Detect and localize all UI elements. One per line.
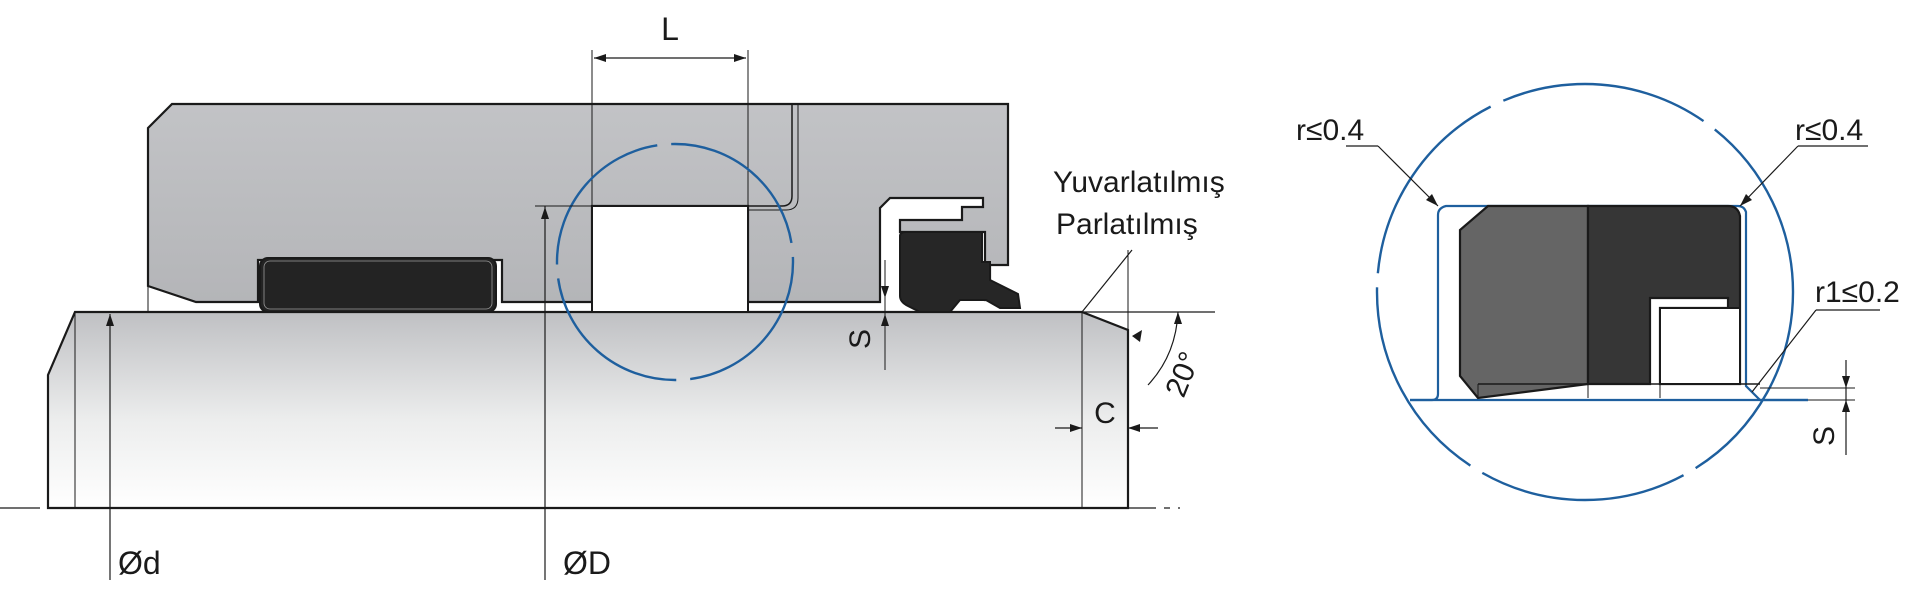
label-r-right: r≤0.4 xyxy=(1795,114,1863,147)
label-C: C xyxy=(1094,397,1116,430)
detail-indicator-circle xyxy=(555,142,795,382)
housing-step-line-inner xyxy=(748,104,799,211)
label-L: L xyxy=(661,11,679,47)
label-d: Ød xyxy=(118,545,161,581)
detail-seal-pocket xyxy=(1659,307,1741,385)
label-yuvarlatilmis: Yuvarlatılmış xyxy=(1053,166,1225,199)
dim-C-arrow-right xyxy=(1128,424,1140,432)
label-r1: r1≤0.2 xyxy=(1815,276,1900,309)
dim-L-arrow-left xyxy=(594,54,606,62)
detail-leader-r-left-diag xyxy=(1377,145,1439,207)
surface-leader xyxy=(1081,249,1133,313)
main-section-view: L S Ød ØD C 20° Yuvarlatılmı xyxy=(0,11,1225,581)
detail-dim-s-arrow-top xyxy=(1842,376,1850,388)
detail-leader-r1-diag xyxy=(1751,309,1817,393)
label-r-left: r≤0.4 xyxy=(1296,114,1364,147)
detail-leader-r-right-diag xyxy=(1739,145,1799,207)
detail-dim-s-arrow-bottom xyxy=(1842,400,1850,412)
detail-groove-outline xyxy=(1410,204,1808,402)
seal-left-outline xyxy=(263,260,493,310)
housing-step-line xyxy=(748,104,793,207)
dim-S-arrow-top xyxy=(881,286,889,298)
wiper-element xyxy=(899,231,1022,313)
dim-D-arrow xyxy=(541,207,549,219)
angle-arrow-bottom xyxy=(1132,330,1142,342)
label-D: ØD xyxy=(563,545,611,581)
angle-arrow-top xyxy=(1174,312,1182,324)
dim-L-arrow-right xyxy=(734,54,746,62)
groove-primary xyxy=(591,205,749,313)
dim-S-arrow-bottom xyxy=(881,314,889,326)
detail-view: r≤0.4 r≤0.4 r1≤0.2 S xyxy=(1296,82,1900,502)
label-parlatilmis: Parlatılmış xyxy=(1056,208,1198,241)
dim-C-arrow-left xyxy=(1070,424,1082,432)
dim-d-arrow xyxy=(106,314,114,326)
detail-leader-r-left-arrow xyxy=(1426,194,1438,206)
label-S-main: S xyxy=(844,329,877,349)
detail-seal-left xyxy=(1458,204,1590,400)
detail-leader-r-right-arrow xyxy=(1740,194,1752,206)
label-S-detail: S xyxy=(1808,426,1841,446)
seal-left-element xyxy=(259,257,497,313)
detail-circle xyxy=(1375,82,1795,502)
label-angle: 20° xyxy=(1159,347,1207,401)
